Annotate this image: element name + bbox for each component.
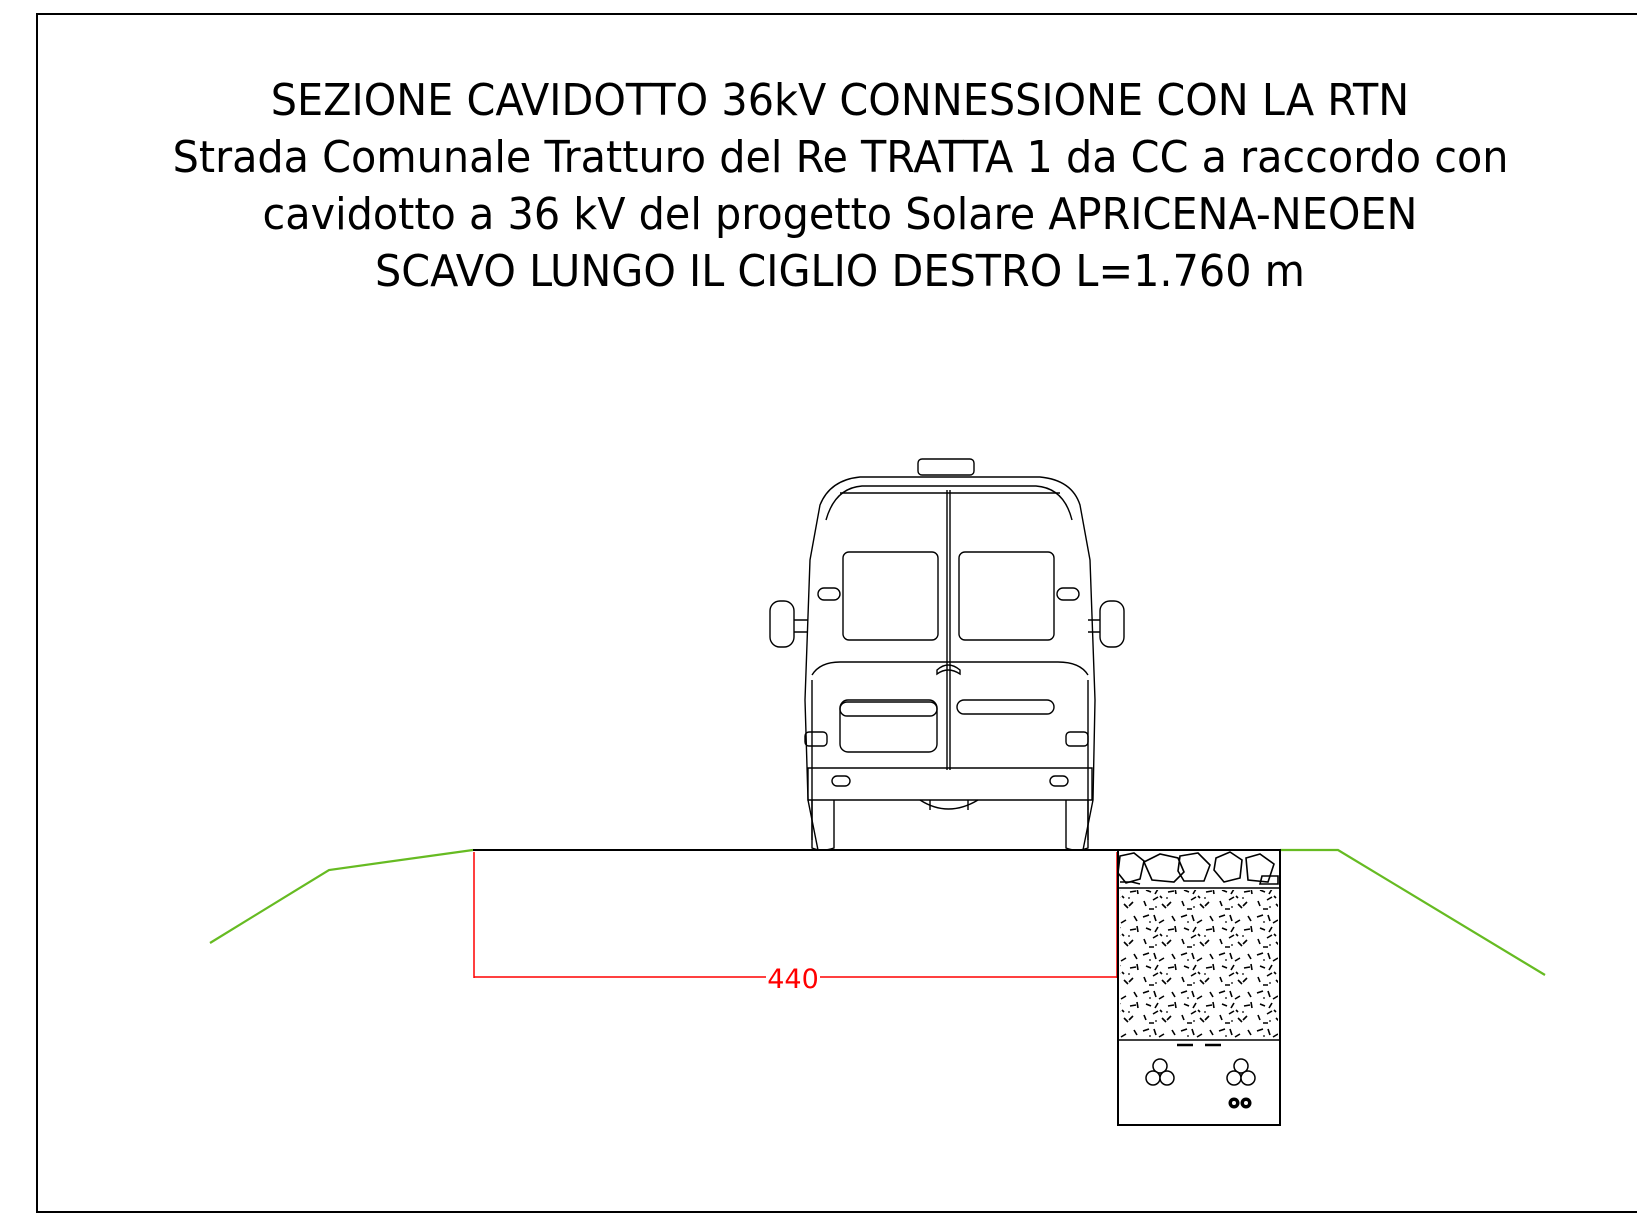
stone-layer xyxy=(1117,851,1279,885)
van-rear-view-icon xyxy=(769,458,1125,851)
rear-window-right xyxy=(958,551,1055,641)
title-line-3: cavidotto a 36 kV del progetto Solare AP… xyxy=(262,189,1418,240)
rear-window-left xyxy=(842,551,939,641)
cross-section-drawing: 440 xyxy=(209,458,1546,1126)
left-embankment xyxy=(209,848,474,944)
title-line-4: SCAVO LUNGO IL CIGLIO DESTRO L=1.760 m xyxy=(375,246,1305,297)
dimension-440: 440 xyxy=(473,852,1118,995)
title-line-2: Strada Comunale Tratturo del Re TRATTA 1… xyxy=(172,132,1509,183)
backfill-layer xyxy=(1120,890,1278,1038)
cable-trefoil-icon xyxy=(1145,1058,1175,1086)
road-profile xyxy=(209,848,1546,976)
title-block: SEZIONE CAVIDOTTO 36kV CONNESSIONE CON L… xyxy=(172,72,1509,300)
trench-section xyxy=(1117,849,1281,1126)
earth-cable-icon xyxy=(1228,1097,1252,1109)
cable-trefoil-icon xyxy=(1226,1058,1256,1086)
title-line-1: SEZIONE CAVIDOTTO 36kV CONNESSIONE CON L… xyxy=(270,75,1410,126)
dimension-label: 440 xyxy=(767,964,819,995)
right-embankment xyxy=(1280,848,1546,976)
